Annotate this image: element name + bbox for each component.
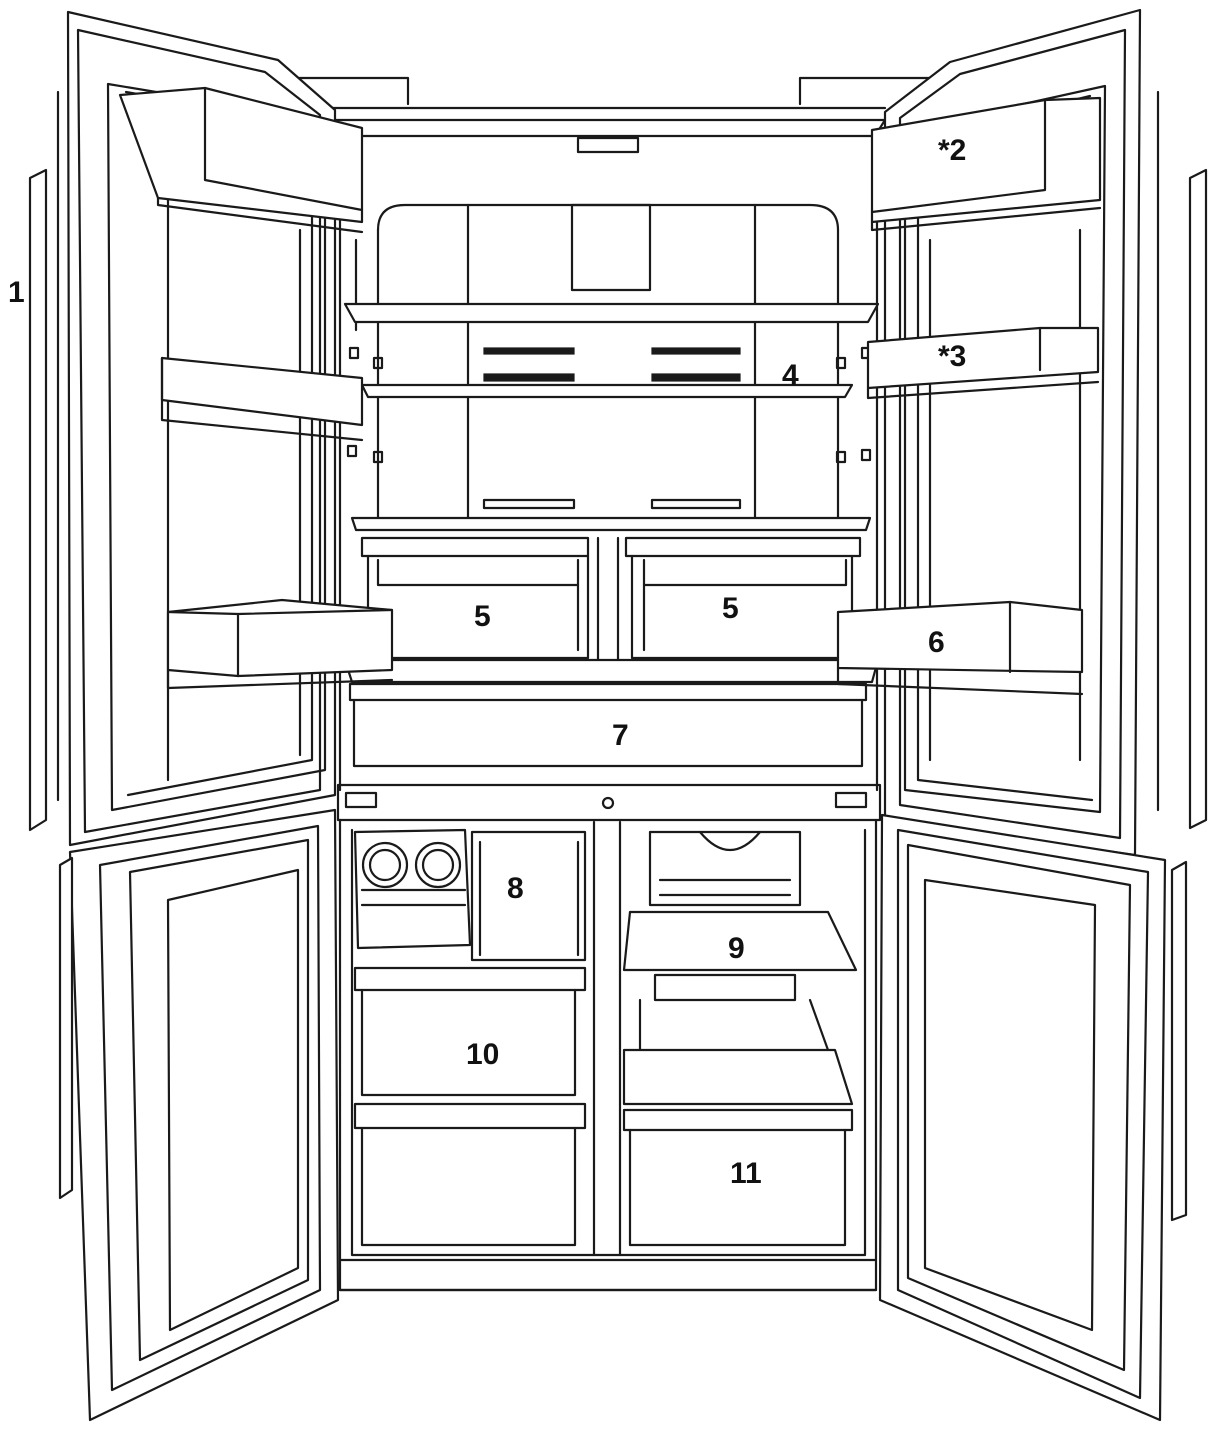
- cabinet: [276, 76, 947, 1292]
- freezer-drawer-right-lower[interactable]: [622, 1108, 854, 1247]
- callout-crisper-right: 5: [722, 592, 739, 625]
- pantry-drawer[interactable]: [343, 658, 880, 768]
- callout-ice-bin: 8: [507, 872, 524, 905]
- freezer-drawer-left-upper[interactable]: [353, 966, 587, 1097]
- callout-bin-lower-right: 6: [928, 626, 945, 659]
- callout-bin-upper-right: *2: [938, 134, 966, 167]
- freezer-right-back: [638, 830, 830, 1052]
- left-freezer-door[interactable]: [58, 808, 340, 1422]
- right-freezer-door[interactable]: [878, 813, 1188, 1422]
- glass-shelf-top[interactable]: [343, 302, 880, 324]
- callout-freezer-drawer-left: 10: [466, 1038, 499, 1071]
- freezer-shelf[interactable]: [622, 910, 858, 972]
- freezer-drawer-right-upper[interactable]: [622, 1048, 854, 1106]
- glass-shelf-lower[interactable]: [350, 516, 872, 532]
- glass-shelf-upper[interactable]: [360, 383, 854, 399]
- crisper-drawer-left[interactable]: [360, 536, 590, 660]
- ice-bin[interactable]: [470, 830, 587, 962]
- freezer-drawer-left-lower[interactable]: [353, 1102, 587, 1247]
- right-french-door[interactable]: [836, 8, 1208, 857]
- callout-pantry-drawer: 7: [612, 719, 629, 752]
- callout-door-left: 1: [8, 276, 25, 309]
- ice-maker: [353, 828, 472, 950]
- callout-freezer-shelf: 9: [728, 932, 745, 965]
- callout-bin-middle-right: *3: [938, 340, 966, 373]
- callout-crisper-left: 5: [474, 600, 491, 633]
- callout-freezer-drawer-right: 11: [730, 1157, 762, 1190]
- left-french-door[interactable]: [28, 10, 394, 847]
- callout-shelf-upper: 4: [782, 359, 799, 392]
- crisper-drawer-right[interactable]: [624, 536, 862, 660]
